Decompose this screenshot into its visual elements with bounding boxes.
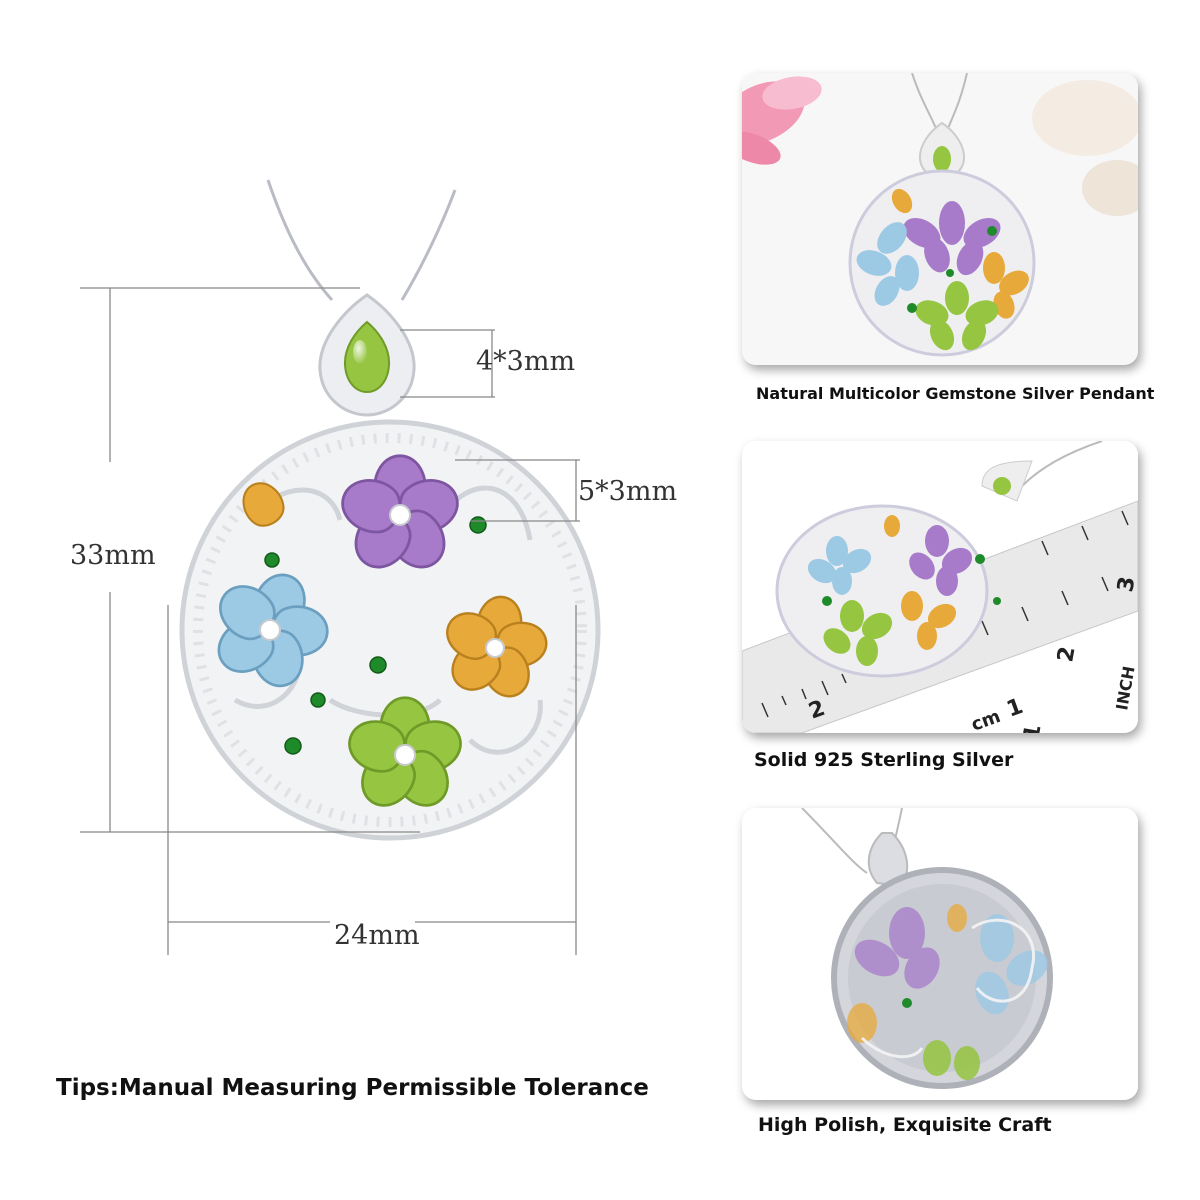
bail [318, 293, 416, 417]
product-photo-front [742, 73, 1138, 365]
pendant-thumbnail [775, 441, 1103, 678]
width-dimension-label: 24mm [334, 920, 420, 951]
pink-flower-decoration [742, 76, 822, 165]
pendant-thumbnail [848, 73, 1036, 357]
height-dimension-label: 33mm [70, 540, 156, 571]
citrine-flower [234, 474, 551, 706]
caption-polish: High Polish, Exquisite Craft [758, 1114, 1052, 1136]
chain [266, 179, 457, 302]
tolerance-tip: Tips:Manual Measuring Permissible Tolera… [56, 1075, 649, 1101]
ruler-inch-number-2: 2 [1053, 645, 1080, 664]
main-pendant-figure [80, 179, 601, 955]
ruler-inch-number-3: 3 [1113, 575, 1138, 594]
topaz-flower [207, 566, 330, 694]
product-photo-ruler: 2 cm 1 2 3 INCH 1 [742, 441, 1138, 733]
caption-silver: Solid 925 Sterling Silver [754, 749, 1014, 771]
amethyst-flower [334, 454, 466, 580]
peridot-flower [341, 696, 469, 818]
white-flower-decoration [1032, 80, 1138, 216]
stone-dimension-label: 5*3mm [578, 476, 678, 507]
product-photo-back [742, 808, 1138, 1100]
pendant-body [179, 419, 601, 841]
ruler-inch-number-1: 1 [1019, 723, 1046, 733]
bail-dimension-label: 4*3mm [476, 346, 576, 377]
caption-front: Natural Multicolor Gemstone Silver Penda… [756, 384, 1155, 403]
pendant-back-thumbnail [801, 808, 1053, 1089]
dimension-lines [80, 287, 580, 955]
